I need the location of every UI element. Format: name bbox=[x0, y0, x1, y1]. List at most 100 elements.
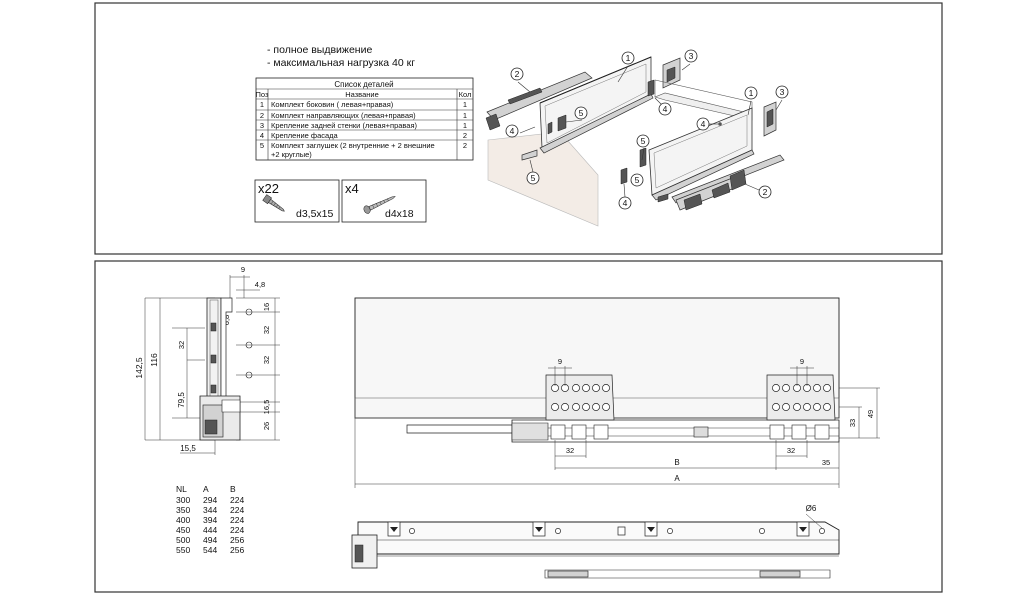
svg-text:116: 116 bbox=[149, 353, 159, 367]
callout-4: 4 4 4 4 bbox=[505, 102, 710, 210]
svg-text:32: 32 bbox=[177, 341, 186, 349]
svg-text:5: 5 bbox=[260, 141, 264, 150]
top-frame bbox=[94, 2, 943, 255]
svg-text:49: 49 bbox=[866, 410, 875, 418]
svg-text:2: 2 bbox=[763, 187, 768, 197]
svg-text:350: 350 bbox=[176, 505, 190, 515]
svg-text:494: 494 bbox=[203, 535, 217, 545]
svg-text:294: 294 bbox=[203, 495, 217, 505]
part-name: Комплект боковин ( левая+правая) bbox=[271, 100, 394, 109]
exploded-drawer-view: 1 1 2 2 3 3 4 4 4 4 5 bbox=[485, 49, 789, 227]
screw-icon bbox=[262, 194, 285, 212]
svg-text:344: 344 bbox=[203, 505, 217, 515]
svg-text:142,5: 142,5 bbox=[134, 357, 144, 379]
svg-text:1: 1 bbox=[260, 100, 264, 109]
svg-text:256: 256 bbox=[230, 545, 244, 555]
svg-text:79,5: 79,5 bbox=[177, 392, 186, 408]
svg-text:224: 224 bbox=[230, 505, 244, 515]
svg-text:9: 9 bbox=[800, 357, 804, 366]
svg-text:15,5: 15,5 bbox=[180, 444, 196, 453]
svg-text:500: 500 bbox=[176, 535, 190, 545]
svg-text:3: 3 bbox=[780, 87, 785, 97]
svg-text:32: 32 bbox=[262, 326, 271, 334]
size-table: NL A B 300 294 224 350 344 224 400 394 2… bbox=[176, 484, 244, 555]
callout-2: 2 2 bbox=[510, 67, 772, 199]
svg-text:1: 1 bbox=[626, 53, 631, 63]
svg-text:A: A bbox=[674, 474, 680, 483]
svg-text:5: 5 bbox=[635, 175, 640, 185]
svg-text:224: 224 bbox=[230, 495, 244, 505]
svg-text:1: 1 bbox=[463, 111, 467, 120]
svg-text:544: 544 bbox=[203, 545, 217, 555]
svg-text:450: 450 bbox=[176, 525, 190, 535]
svg-text:4: 4 bbox=[663, 104, 668, 114]
svg-text:d3,5x15: d3,5x15 bbox=[296, 208, 334, 220]
svg-text:6,8: 6,8 bbox=[222, 315, 231, 325]
svg-text:32: 32 bbox=[262, 356, 271, 364]
side-section-view: 9 4,8 16 6,8 32 32 32 142,5 116 79,5 16,… bbox=[134, 265, 280, 455]
screw-box-1: x22 d3,5x15 bbox=[254, 179, 340, 223]
part-name: Крепление задней стенки (левая+правая) bbox=[271, 121, 418, 130]
svg-text:33: 33 bbox=[848, 419, 857, 427]
parts-header-qty: Кол bbox=[459, 90, 472, 99]
svg-text:B: B bbox=[674, 458, 679, 467]
bottom-frame bbox=[94, 260, 943, 593]
svg-text:300: 300 bbox=[176, 495, 190, 505]
note-full-extension: - полное выдвижение bbox=[267, 44, 372, 56]
part-name-cont: +2 круглые) bbox=[271, 150, 312, 159]
svg-text:4: 4 bbox=[260, 131, 264, 140]
parts-table-title: Список деталей bbox=[334, 80, 393, 89]
callout-5: 5 5 5 5 bbox=[526, 106, 650, 187]
svg-text:2: 2 bbox=[515, 69, 520, 79]
svg-text:550: 550 bbox=[176, 545, 190, 555]
svg-text:4: 4 bbox=[623, 198, 628, 208]
svg-text:1: 1 bbox=[749, 88, 754, 98]
svg-text:32: 32 bbox=[566, 446, 574, 455]
parts-table: Список деталей Поз Название Кол 1 Компле… bbox=[256, 77, 474, 161]
svg-text:224: 224 bbox=[230, 515, 244, 525]
parts-header-pos: Поз bbox=[256, 90, 269, 99]
note-max-load: - максимальная нагрузка 40 кг bbox=[267, 57, 415, 69]
front-view: 9 9 32 32 35 B A 33 49 bbox=[354, 297, 880, 488]
svg-text:2: 2 bbox=[260, 111, 264, 120]
svg-text:B: B bbox=[230, 484, 236, 494]
callout-1: 1 1 bbox=[621, 51, 758, 100]
svg-text:d4x18: d4x18 bbox=[385, 208, 414, 220]
svg-text:4: 4 bbox=[510, 126, 515, 136]
svg-text:2: 2 bbox=[463, 141, 467, 150]
svg-text:A: A bbox=[203, 484, 209, 494]
svg-text:9: 9 bbox=[241, 265, 245, 274]
svg-text:x4: x4 bbox=[345, 181, 359, 196]
svg-text:5: 5 bbox=[531, 173, 536, 183]
svg-text:394: 394 bbox=[203, 515, 217, 525]
svg-text:5: 5 bbox=[641, 136, 646, 146]
svg-text:224: 224 bbox=[230, 525, 244, 535]
svg-text:1: 1 bbox=[463, 121, 467, 130]
screw-icon bbox=[363, 196, 396, 214]
parts-header-name: Название bbox=[345, 90, 379, 99]
svg-text:x22: x22 bbox=[258, 181, 279, 196]
svg-text:4: 4 bbox=[701, 119, 706, 129]
svg-text:3: 3 bbox=[689, 51, 694, 61]
svg-text:3: 3 bbox=[260, 121, 264, 130]
svg-text:16: 16 bbox=[262, 303, 271, 311]
part-name: Комплект заглушек (2 внутренние + 2 внеш… bbox=[271, 141, 435, 150]
svg-text:2: 2 bbox=[463, 131, 467, 140]
callout-3: 3 3 bbox=[684, 49, 789, 99]
bottom-view: Ø6 bbox=[351, 504, 840, 579]
svg-text:NL: NL bbox=[176, 484, 187, 494]
svg-text:256: 256 bbox=[230, 535, 244, 545]
svg-text:1: 1 bbox=[463, 100, 467, 109]
svg-text:5: 5 bbox=[579, 108, 584, 118]
svg-text:444: 444 bbox=[203, 525, 217, 535]
part-name: Комплект направляющих (левая+правая) bbox=[271, 111, 416, 120]
svg-text:9: 9 bbox=[558, 357, 562, 366]
part-name: Крепление фасада bbox=[271, 131, 339, 140]
svg-text:35: 35 bbox=[822, 458, 830, 467]
hole-diameter-label: Ø6 bbox=[806, 504, 817, 513]
svg-text:26: 26 bbox=[262, 422, 271, 430]
svg-text:4,8: 4,8 bbox=[255, 280, 265, 289]
svg-text:32: 32 bbox=[787, 446, 795, 455]
svg-text:16,5: 16,5 bbox=[262, 400, 271, 415]
